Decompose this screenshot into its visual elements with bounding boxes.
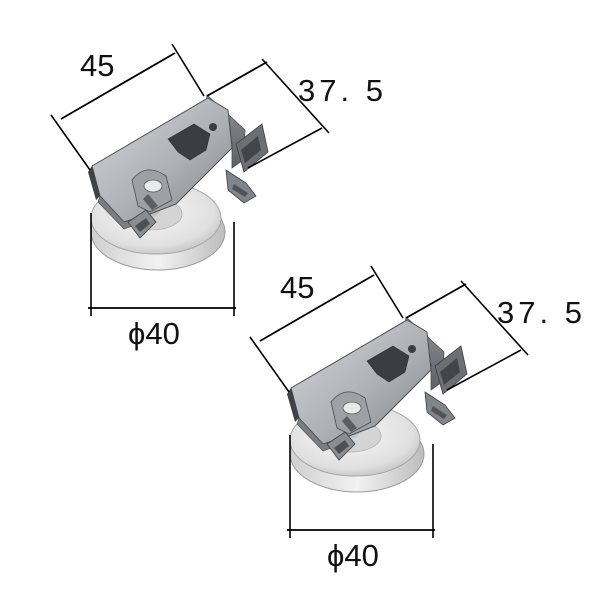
roller-lower: 45 37. 5 ϕ40: [249, 265, 586, 573]
width-extension-left-lower: [249, 336, 290, 393]
width-dimension-line-upper: [60, 52, 176, 120]
width-extension-left-upper: [50, 114, 91, 171]
depth-extension-lower-upper: [247, 127, 323, 169]
roller-image-lower: [286, 316, 468, 493]
diameter-label-lower: ϕ40: [327, 538, 379, 573]
width-label-lower: 45: [280, 270, 314, 305]
depth-extension-upper: [261, 58, 330, 134]
roller-image-upper: [87, 94, 269, 271]
roller-upper: 45 37. 5 ϕ40: [50, 43, 387, 351]
depth-dimension-line-lower: [405, 283, 467, 319]
width-extension-right-upper: [171, 43, 205, 97]
diameter-label-upper: ϕ40: [128, 316, 180, 351]
depth-label-upper: 37. 5: [298, 73, 387, 108]
depth-dimension-line-upper: [206, 61, 268, 97]
depth-label-lower: 37. 5: [497, 295, 586, 330]
width-dimension-line-lower: [259, 274, 375, 342]
depth-extension-lower: [460, 280, 529, 356]
depth-extension-lower-lower: [446, 349, 522, 391]
width-extension-right-lower: [370, 265, 404, 319]
width-label-upper: 45: [80, 48, 114, 83]
